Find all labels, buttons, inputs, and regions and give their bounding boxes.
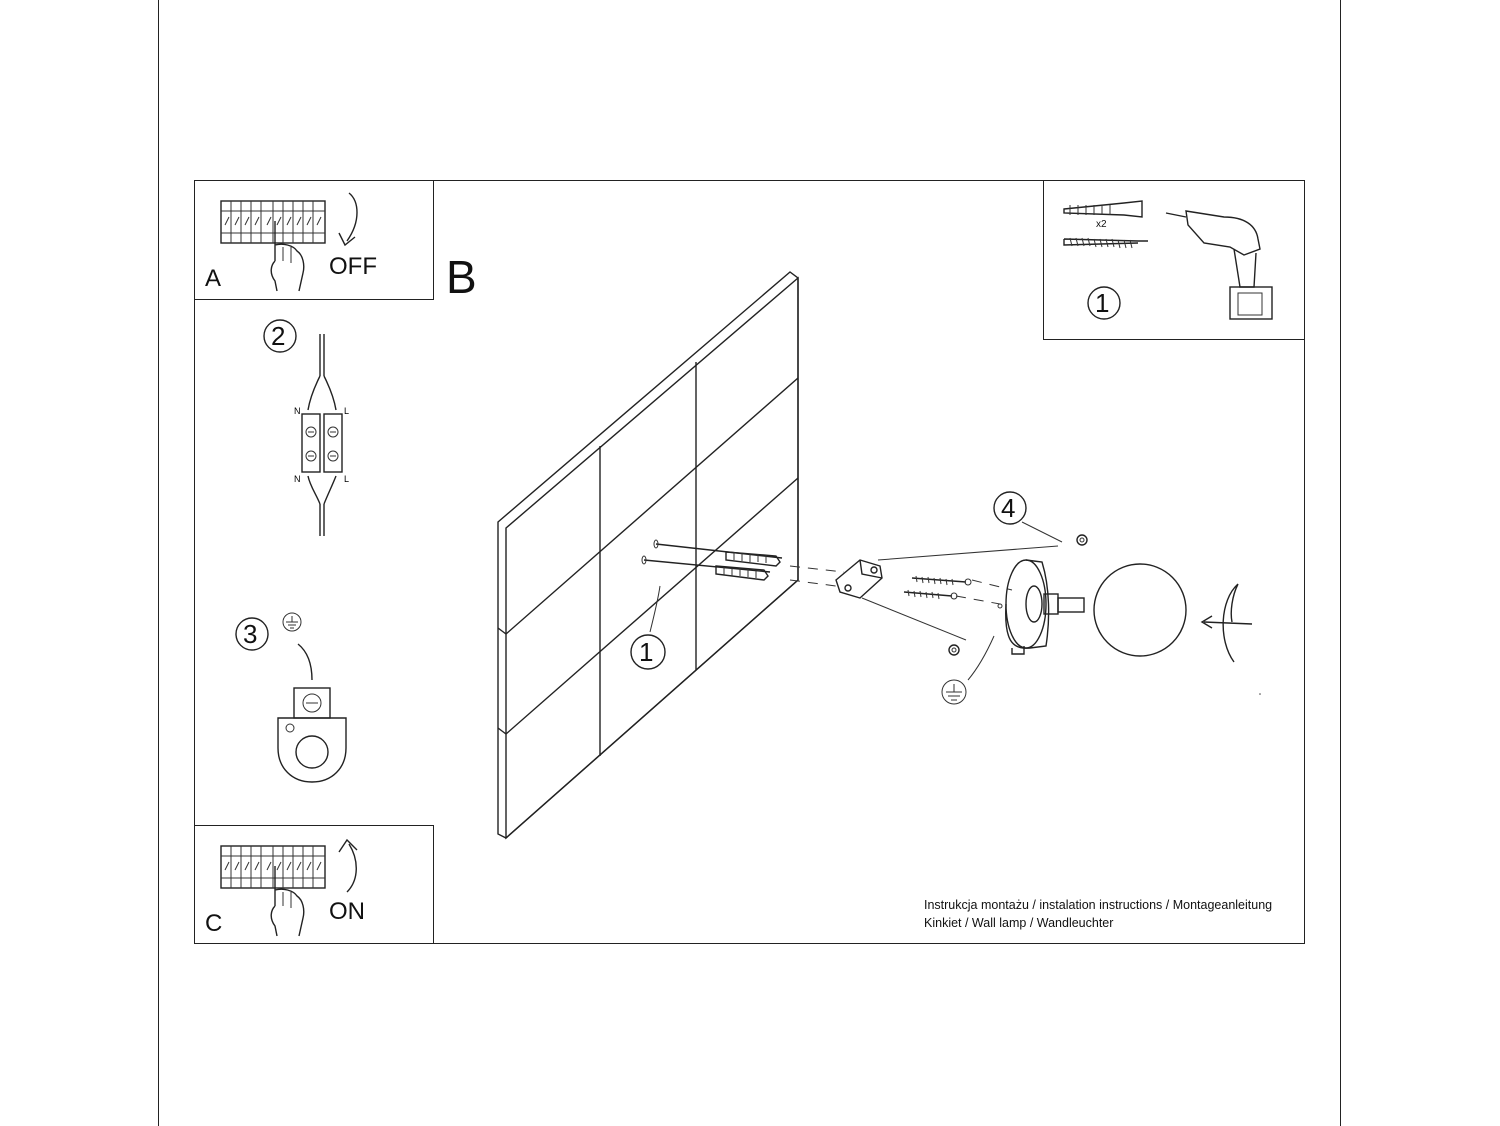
step-c-on-label: ON (329, 898, 365, 925)
hand-icon (270, 221, 305, 292)
step-1-wall-callout: 1 (630, 634, 666, 670)
step-2-wiring: 2 N L N L (263, 319, 349, 536)
step-2-number: 2 (271, 321, 285, 351)
step-a-off-label: OFF (329, 253, 377, 280)
step-c-letter: C (205, 910, 223, 937)
page-border-left (158, 0, 159, 1126)
step-4-number: 4 (1001, 493, 1015, 523)
caption-line-2: Kinkiet / Wall lamp / Wandleuchter (924, 916, 1114, 930)
terminal-n-bottom: N (294, 474, 301, 484)
terminal-l-top: L (344, 406, 349, 416)
step-1-kit-number: 1 (1095, 288, 1109, 318)
breaker-panel-icon (220, 200, 326, 244)
step-1-wall-number: 1 (639, 637, 653, 667)
step-a-letter: A (205, 265, 222, 292)
terminal-block-icon (301, 413, 343, 473)
ground-symbol-icon (282, 612, 302, 632)
step-b-letter: B (446, 251, 477, 303)
breaker-panel-icon (220, 845, 326, 889)
instruction-frame (194, 180, 1305, 944)
curved-arrow-icon (338, 838, 358, 893)
screw-icon (1063, 237, 1148, 249)
step-a-panel: A OFF (194, 180, 434, 300)
terminal-l-bottom: L (344, 474, 349, 484)
hand-icon (270, 866, 305, 937)
drill-icon (1165, 210, 1273, 320)
dowel-quantity: x2 (1096, 219, 1107, 230)
step-1-kit-callout: 1 (1087, 286, 1121, 320)
dowel-icon (1063, 200, 1143, 218)
terminal-n-top: N (294, 406, 301, 416)
caption-line-1: Instrukcja montażu / instalation instruc… (924, 898, 1273, 912)
kit-panel: x2 1 (1043, 180, 1305, 340)
step-3-number: 3 (243, 619, 257, 649)
page-border-right (1340, 0, 1341, 1126)
step-4-callout: 4 (993, 491, 1027, 525)
curved-arrow-icon (338, 192, 358, 247)
step-c-panel: C ON (194, 825, 434, 944)
step-3-ground: 3 (235, 612, 347, 783)
